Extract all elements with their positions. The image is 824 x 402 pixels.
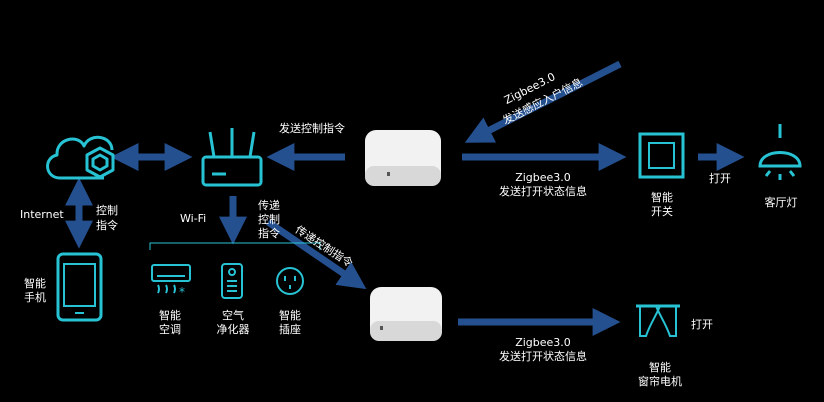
label-internet: Internet bbox=[20, 208, 64, 221]
label-purifier-1: 空气 bbox=[222, 309, 244, 322]
smart-socket-icon bbox=[276, 267, 304, 295]
zigbee-gateway-icon bbox=[370, 287, 442, 341]
arrow-router-to-hub2 bbox=[266, 219, 367, 290]
label-phone-1: 智能 bbox=[24, 277, 46, 290]
arrow-sensor-to-hub bbox=[464, 60, 622, 143]
label-curtain-2: 窗帘电机 bbox=[638, 375, 682, 388]
label-lamp: 客厅灯 bbox=[764, 196, 798, 209]
label-relay-1: 传递 bbox=[258, 199, 280, 212]
label-ac-1: 智能 bbox=[159, 309, 181, 322]
label-control-1: 控制 bbox=[96, 204, 118, 217]
zigbee-gateway-icon bbox=[365, 130, 441, 186]
air-purifier-icon bbox=[221, 263, 243, 299]
label-socket-1: 智能 bbox=[279, 309, 301, 322]
label-zigbee-bot-2: 发送打开状态信息 bbox=[499, 350, 587, 363]
label-wifi: Wi-Fi bbox=[180, 212, 207, 225]
label-switch-2: 开关 bbox=[651, 205, 673, 218]
label-phone-2: 手机 bbox=[24, 291, 46, 304]
label-purifier-2: 净化器 bbox=[216, 323, 250, 336]
label-curtain-1: 智能 bbox=[649, 361, 671, 374]
ceiling-lamp-icon bbox=[758, 124, 802, 180]
curtain-motor-icon bbox=[636, 304, 680, 337]
label-zigbee-bot-1: Zigbee3.0 bbox=[515, 336, 571, 349]
label-relay-2: 控制 bbox=[258, 213, 280, 226]
label-open-curtain: 打开 bbox=[691, 318, 713, 331]
label-zigbee-top-1: Zigbee3.0 bbox=[515, 171, 571, 184]
svg-text:*: * bbox=[179, 285, 185, 299]
smartphone-icon bbox=[56, 252, 103, 322]
label-relay-3: 指令 bbox=[258, 227, 280, 240]
label-zigbee-top-2: 发送打开状态信息 bbox=[499, 185, 587, 198]
device-group-bracket bbox=[149, 242, 321, 250]
label-control-2: 指令 bbox=[96, 219, 118, 232]
label-send-control: 发送控制指令 bbox=[279, 122, 345, 135]
air-conditioner-icon: * bbox=[151, 264, 191, 299]
label-ac-2: 空调 bbox=[159, 323, 181, 336]
label-socket-2: 插座 bbox=[279, 323, 301, 336]
label-open-lamp: 打开 bbox=[709, 172, 731, 185]
router-icon bbox=[201, 128, 263, 187]
cloud-hexagon-icon bbox=[46, 135, 115, 180]
label-switch-1: 智能 bbox=[651, 191, 673, 204]
smart-switch-icon bbox=[638, 132, 685, 179]
